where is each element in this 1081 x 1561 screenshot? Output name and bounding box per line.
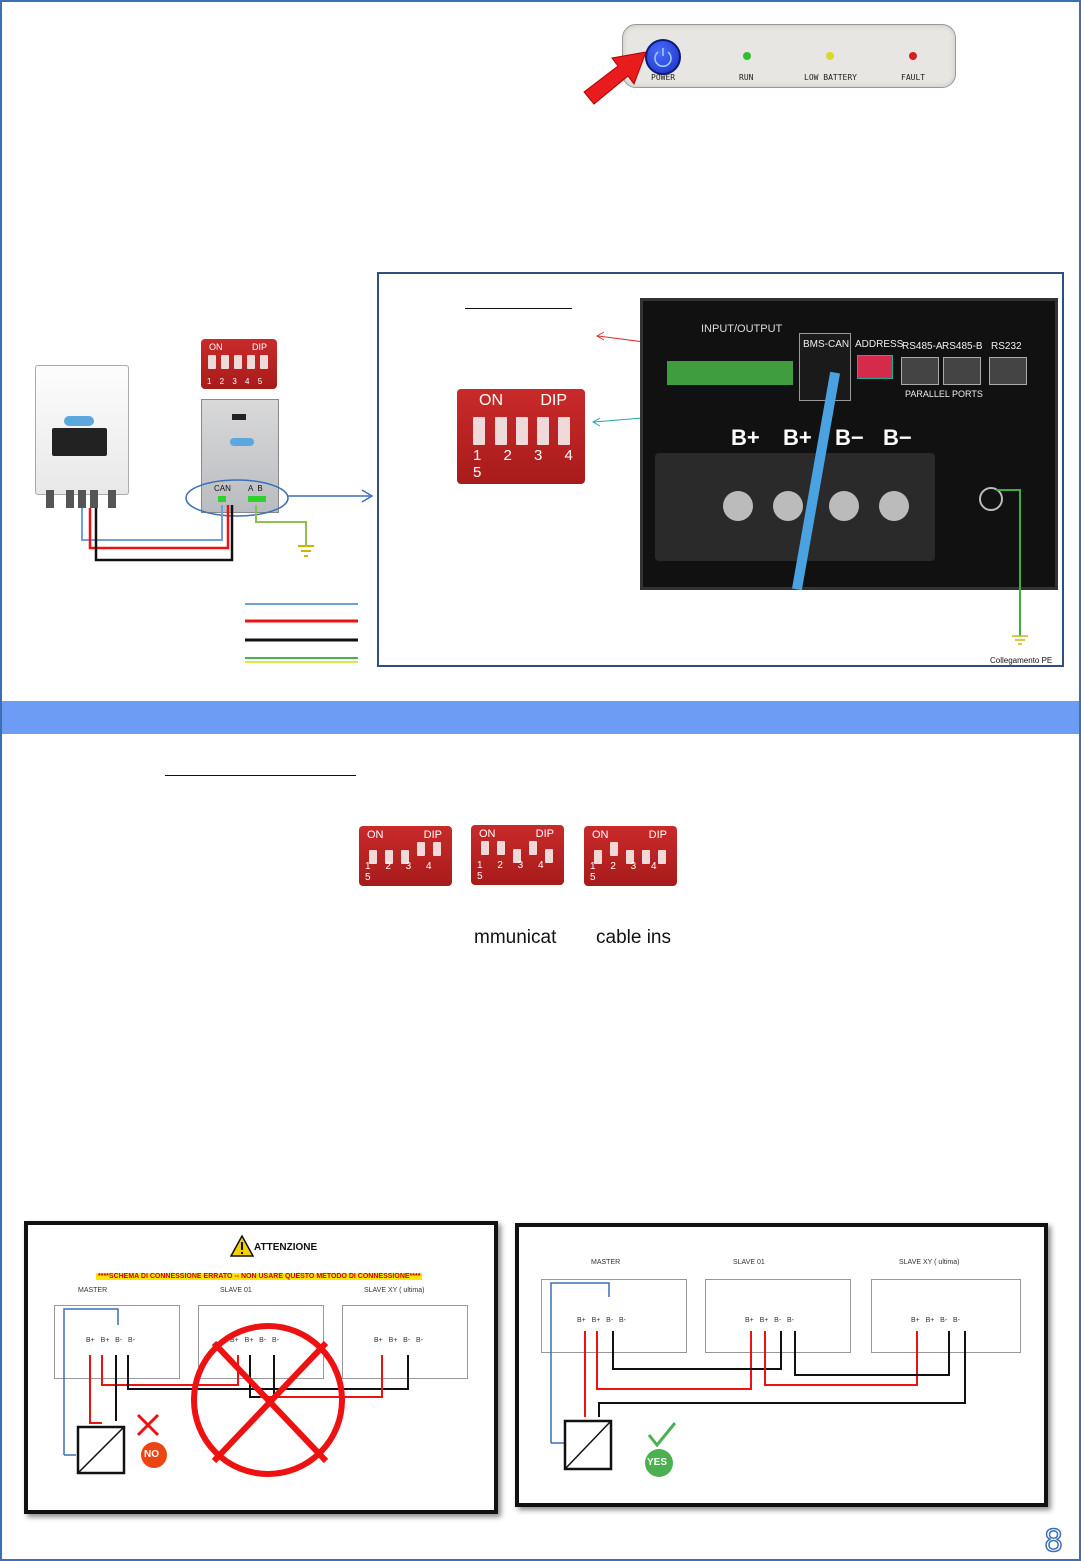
page-number: 8 [1043,1523,1064,1560]
parallel-ports-label: PARALLEL PORTS [905,389,983,399]
no-badge: NO [144,1449,159,1460]
dip-switch-1: ON DIP 1 2 3 4 5 [359,826,452,886]
bminus2-label: B− [883,425,912,450]
right-slave-last-label: SLAVE XY ( ultima) [899,1259,960,1266]
section-band [2,701,1079,734]
wrong-terms-1: B+ B+ B- B- [86,1337,136,1344]
right-terms-2: B+ B+ B- B- [745,1317,795,1324]
bms-can-port [799,333,851,401]
wrong-connection-diagram: ATTENZIONE ****SCHEMA DI CONNESSIONE ERR… [24,1221,498,1514]
right-master-label: MASTER [591,1259,621,1266]
wrong-master-label: MASTER [78,1287,108,1294]
wrong-wiring [63,1308,409,1477]
fault-led [909,52,917,60]
right-slave1-label: SLAVE 01 [733,1259,765,1266]
text-fragment-left: mmunicat [474,927,557,948]
low-battery-led [826,52,834,60]
pe-label: Collegamento PE [990,656,1053,665]
run-label: RUN [739,73,754,82]
inverter-display [52,428,107,456]
rs485a-label: RS485-A [902,341,943,352]
pe-ground-wire [996,489,1028,645]
right-terms-3: B+ B+ B- B- [911,1317,961,1324]
inverter-wiring [81,479,374,663]
dip-switch-small: ON DIP 1 2 3 4 5 [201,339,277,389]
wrong-terms-2: B+ B+ B- B- [230,1337,280,1344]
rs232-label: RS232 [991,341,1022,352]
text-fragment-right: cable ins [596,927,671,948]
attention-title: ATTENZIONE [254,1242,318,1253]
heading-underline [465,308,572,309]
inverter [35,365,129,495]
address-label: ADDRESS [855,339,904,350]
address-dip [857,355,893,379]
low-battery-label: LOW BATTERY [804,73,857,82]
wrong-slave1-label: SLAVE 01 [220,1287,252,1294]
run-led [743,52,751,60]
bplus2-label: B+ [783,425,812,450]
can-port-label: CAN [214,484,231,493]
yes-badge: YES [647,1457,668,1468]
dip-switch-large: ON DIP 1 2 3 4 5 [457,389,585,484]
wrong-terms-3: B+ B+ B- B- [374,1337,424,1344]
right-terms-1: B+ B+ B- B- [577,1317,627,1324]
rs485b-label: RS485-B [942,341,983,352]
correct-wiring [550,1282,966,1477]
bplus1-label: B+ [731,425,760,450]
power-icon [654,48,672,67]
dip-switch-3: ON DIP 1 2 3 4 5 [584,826,677,886]
inverter-logo [64,416,94,426]
io-terminal-block [667,361,793,385]
power-button[interactable] [645,39,681,75]
wrong-slave-last-label: SLAVE XY ( ultima) [364,1287,425,1294]
wrong-warning: ****SCHEMA DI CONNESSIONE ERRATO -- NON … [96,1273,423,1280]
correct-connection-diagram: MASTER SLAVE 01 SLAVE XY ( ultima) B+ B+… [515,1223,1048,1507]
io-label: INPUT/OUTPUT [701,323,783,335]
detail-box [377,272,1064,667]
dip-switch-2: ON DIP 1 2 3 4 5 [471,825,564,885]
battery-led-panel: POWER RUN LOW BATTERY FAULT [622,24,956,88]
warning-icon [230,1235,254,1257]
battery-terminals-photo: INPUT/OUTPUT BMS-CAN ADDRESS RS485-A RS4… [640,298,1058,591]
ab-port-label: A B [248,484,263,493]
power-label: POWER [651,73,676,82]
red-arrow-icon [583,51,647,105]
section-heading-underline [165,775,356,776]
ground-terminal [979,487,1003,511]
battery-unit: CAN A B [201,399,279,513]
inverter-connectors [42,490,120,510]
fault-label: FAULT [901,73,926,82]
bms-can-label: BMS-CAN [803,339,850,350]
bminus1-label: B− [835,425,864,450]
